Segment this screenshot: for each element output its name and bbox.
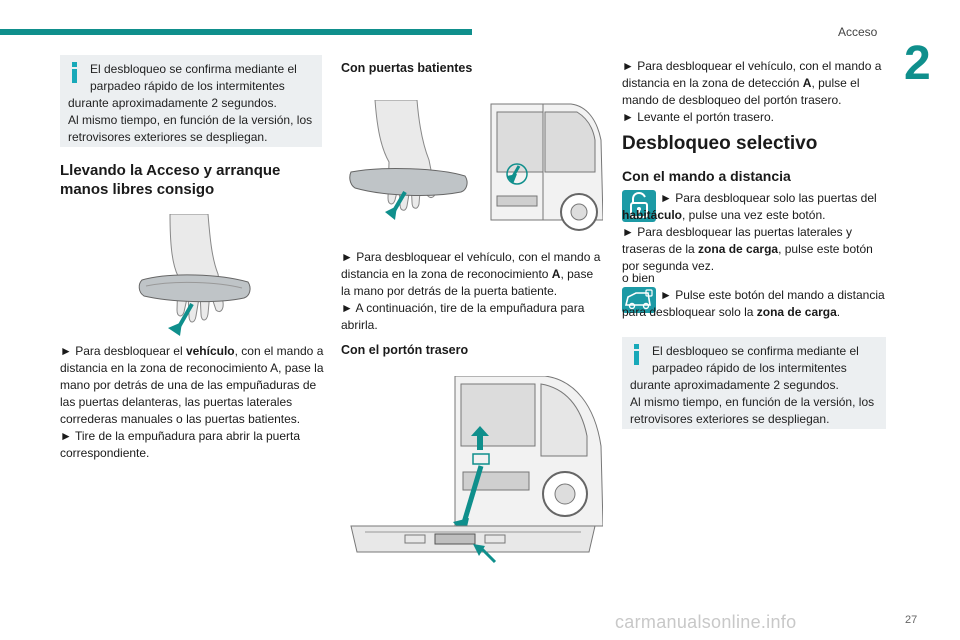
paragraph-or: o bien [622,271,655,285]
swing-doors-illustration [349,100,603,231]
paragraph-unlock-vehicle: ► Para desbloquear el vehículo, con el m… [60,343,324,428]
text-run-bold: zona de carga [698,242,779,256]
info-box-confirmation-2: El desbloqueo se confirma mediante el pa… [622,337,886,429]
text-run: ► Para desbloquear el vehículo, con el m… [341,250,601,281]
info-line: retrovisores exteriores se despliegan. [68,130,268,144]
text-run-bold: zona de carga [756,305,837,319]
heading-remote-control: Con el mando a distancia [622,168,791,184]
text-run: . [836,305,841,319]
info-line: Al mismo tiempo, en función de la versió… [630,395,875,409]
info-icon [68,62,82,84]
text-run: ► Pulse este botón del mando a distancia… [622,288,885,319]
text-run: , pulse este botón por segunda vez. [622,242,873,273]
paragraph-lift-tailgate: ► Levante el portón trasero. [622,110,774,124]
unlock-padlock-icon [622,190,656,222]
page-number: 27 [905,614,918,626]
tailgate-illustration [350,376,603,564]
text-run-bold: vehículo [185,344,235,358]
heading-tailgate: Con el portón trasero [341,343,469,357]
watermark: carmanualsonline.info [615,612,797,632]
paragraph-unlock-cargo-only: ► Pulse este botón del mando a distancia… [622,287,886,321]
paragraph-swing-door-pull: ► A continuación, tire de la empuñadura … [341,301,585,332]
heading-hands-free: Llevando la Acceso y arranque manos libr… [60,162,281,198]
text-run: ► Para desbloquear el [60,344,186,358]
section-title: Acceso [838,25,878,39]
text-run: ► Para desbloquear el vehículo, con el m… [622,59,882,90]
info-line: El desbloqueo se confirma mediante el [90,62,297,76]
text-run: ► Para desbloquear solo las puertas del [660,191,877,205]
header-accent-bar [0,29,472,35]
heading-selective-unlock: Desbloqueo selectivo [622,133,818,154]
paragraph-unlock-cabin: ► Para desbloquear solo las puertas del … [622,190,886,224]
info-line: Al mismo tiempo, en función de la versió… [68,113,313,127]
info-line: El desbloqueo se confirma mediante el [652,344,859,358]
paragraph-pull-handle: ► Tire de la empuñadura para abrir la pu… [60,429,301,460]
info-line: parpadeo rápido de los intermitentes [90,79,285,93]
text-run: , pulse el mando de desbloqueo del portó… [622,76,860,107]
text-run-bold: habitáculo [622,208,683,222]
text-run: , pulse una vez este botón. [682,208,826,222]
info-line: parpadeo rápido de los intermitentes [652,361,847,375]
text-run-bold: A [551,267,561,281]
text-run-bold: A [802,76,812,90]
heading-swing-doors: Con puertas batientes [341,61,473,75]
info-box-confirmation: El desbloqueo se confirma mediante el pa… [60,55,322,147]
info-line: retrovisores exteriores se despliegan. [630,412,830,426]
info-line: durante aproximadamente 2 segundos. [630,378,839,392]
info-icon [630,344,644,366]
chapter-number: 2 [904,37,931,90]
paragraph-tailgate-unlock: ► Para desbloquear el vehículo, con el m… [622,58,886,109]
text-run: ► Para desbloquear las puertas laterales… [622,225,853,256]
paragraph-unlock-cargo: ► Para desbloquear las puertas laterales… [622,224,886,275]
text-run: , pase la mano por detrás de la puerta b… [341,267,594,298]
van-cargo-unlock-icon [622,287,656,313]
paragraph-swing-door-unlock: ► Para desbloquear el vehículo, con el m… [341,249,603,300]
info-line: durante aproximadamente 2 segundos. [68,96,277,110]
text-run: , con el mando a distancia en la zona de… [60,344,324,426]
hand-front-handle-illustration [138,214,251,336]
